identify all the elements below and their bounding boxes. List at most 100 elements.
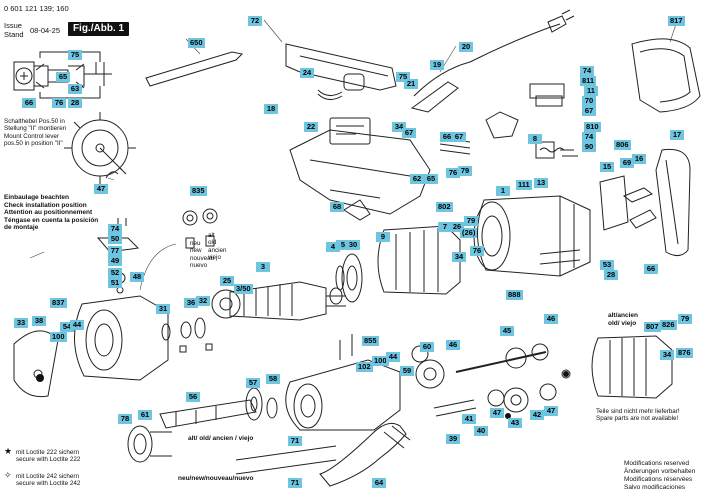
new-label: neu new nouveau nuevo bbox=[190, 240, 215, 270]
callout-79: 79 bbox=[458, 166, 472, 176]
wiring-label: 76 bbox=[52, 98, 66, 108]
callout-78: 78 bbox=[118, 414, 132, 424]
callout-52: 52 bbox=[108, 268, 122, 278]
callout-802: 802 bbox=[436, 202, 453, 212]
callout-33: 33 bbox=[14, 318, 28, 328]
callout-65: 65 bbox=[424, 174, 438, 184]
wiring-label: 66 bbox=[22, 98, 36, 108]
callout-20: 20 bbox=[459, 42, 473, 52]
callout-38: 38 bbox=[32, 316, 46, 326]
handle-top bbox=[285, 43, 397, 91]
not-available-note: Teile sind nicht mehr lieferbar! Spare p… bbox=[596, 408, 680, 423]
callout-54: 54 bbox=[60, 322, 74, 332]
switch-lever-detail bbox=[64, 112, 136, 184]
callout-66-b: 66 bbox=[644, 264, 658, 274]
callout-806: 806 bbox=[614, 140, 631, 150]
callout-67-top: 67 bbox=[452, 132, 466, 142]
callout-74-c: 74 bbox=[108, 224, 122, 234]
callout-3: 3 bbox=[256, 262, 270, 272]
callout-19: 19 bbox=[430, 60, 444, 70]
callout-43: 43 bbox=[508, 418, 522, 428]
callout-74-a: 74 bbox=[580, 66, 594, 76]
callout-1: 1 bbox=[496, 186, 510, 196]
callout-59: 59 bbox=[400, 366, 414, 376]
callout-807: 807 bbox=[644, 322, 661, 332]
callout-9: 9 bbox=[376, 232, 390, 242]
callout-76-b: 76 bbox=[470, 246, 484, 256]
callout-69: 69 bbox=[620, 158, 634, 168]
armature-807 bbox=[591, 335, 673, 399]
callout-811: 811 bbox=[580, 76, 597, 86]
callout-58: 58 bbox=[266, 374, 280, 384]
callout-8: 8 bbox=[528, 134, 542, 144]
callout-47-b: 47 bbox=[490, 408, 504, 418]
callout-72: 72 bbox=[248, 16, 262, 26]
callout-817: 817 bbox=[668, 16, 685, 26]
callout-61: 61 bbox=[138, 410, 152, 420]
auxiliary-handle-64 bbox=[319, 422, 407, 487]
wiring-label: 63 bbox=[68, 84, 82, 94]
callout-66-top: 66 bbox=[440, 132, 454, 142]
callout-32: 32 bbox=[196, 296, 210, 306]
armature-3 bbox=[229, 281, 327, 321]
callout-64: 64 bbox=[372, 478, 386, 488]
callout-650: 650 bbox=[188, 38, 205, 48]
callout-28: 28 bbox=[604, 270, 618, 280]
stand-label: Stand bbox=[4, 30, 24, 39]
callout-111: 111 bbox=[516, 180, 532, 190]
callout-34-b: 34 bbox=[452, 252, 466, 262]
handle-817 bbox=[631, 38, 701, 113]
callout-56: 56 bbox=[186, 392, 200, 402]
callout-876: 876 bbox=[676, 348, 693, 358]
callout-7: 7 bbox=[438, 222, 452, 232]
callout-40: 40 bbox=[474, 426, 488, 436]
callout-835: 835 bbox=[190, 186, 207, 196]
neu-new-bottom: neu/new/nouveau/nuevo bbox=[178, 475, 254, 482]
callout-67-a: 67 bbox=[402, 128, 416, 138]
motor-housing bbox=[476, 195, 591, 277]
callout-15: 15 bbox=[600, 162, 614, 172]
callout-34: 34 bbox=[392, 122, 406, 132]
callout-31: 31 bbox=[156, 304, 170, 314]
alt-old-header: alt/ancien old/ viejo bbox=[608, 312, 638, 327]
gear-housing-837 bbox=[73, 295, 169, 381]
issue-label: Issue bbox=[4, 21, 22, 30]
callout-44-a: 44 bbox=[70, 320, 84, 330]
callout-90: 90 bbox=[582, 142, 596, 152]
blade-650 bbox=[145, 51, 244, 87]
callout-42: 42 bbox=[530, 410, 544, 420]
spindle-56 bbox=[159, 399, 257, 429]
callout-100-b: 100 bbox=[372, 356, 389, 366]
callout-75: 75 bbox=[396, 72, 410, 82]
callout-25: 25 bbox=[220, 276, 234, 286]
wiring-label: 65 bbox=[56, 72, 70, 82]
callout-62: 62 bbox=[410, 174, 424, 184]
switch-lever-note: Schalthebel Pos.50 in Stellung "II" mont… bbox=[4, 118, 67, 148]
figure-badge: Fig./Abb. 1 bbox=[68, 22, 129, 36]
callout-13: 13 bbox=[534, 178, 548, 188]
callout-826: 826 bbox=[660, 320, 677, 330]
callout-46-b: 46 bbox=[446, 340, 460, 350]
side-handle-17 bbox=[655, 148, 691, 256]
housing-18 bbox=[289, 129, 431, 215]
callout-26-a: 26 bbox=[450, 222, 464, 232]
callout-48: 48 bbox=[130, 272, 144, 282]
callout-77: 77 bbox=[108, 246, 122, 256]
callout-17: 17 bbox=[670, 130, 684, 140]
callout-26-b: (26) bbox=[460, 228, 478, 238]
callout-71-b: 71 bbox=[288, 478, 302, 488]
callout-47-c: 47 bbox=[544, 406, 558, 416]
callout-74-b: 74 bbox=[582, 132, 596, 142]
callout-53: 53 bbox=[600, 260, 614, 270]
callout-24: 24 bbox=[300, 68, 314, 78]
callout-79-b: 79 bbox=[464, 216, 478, 226]
installation-note: Einbaulage beachten Check installation p… bbox=[4, 194, 99, 232]
callout-45: 45 bbox=[500, 326, 514, 336]
callout-4: 4 bbox=[326, 242, 340, 252]
callout-44-b: 44 bbox=[386, 352, 400, 362]
callout-41: 41 bbox=[462, 414, 476, 424]
callout-888: 888 bbox=[506, 290, 523, 300]
gear-housing-lower bbox=[285, 359, 401, 431]
